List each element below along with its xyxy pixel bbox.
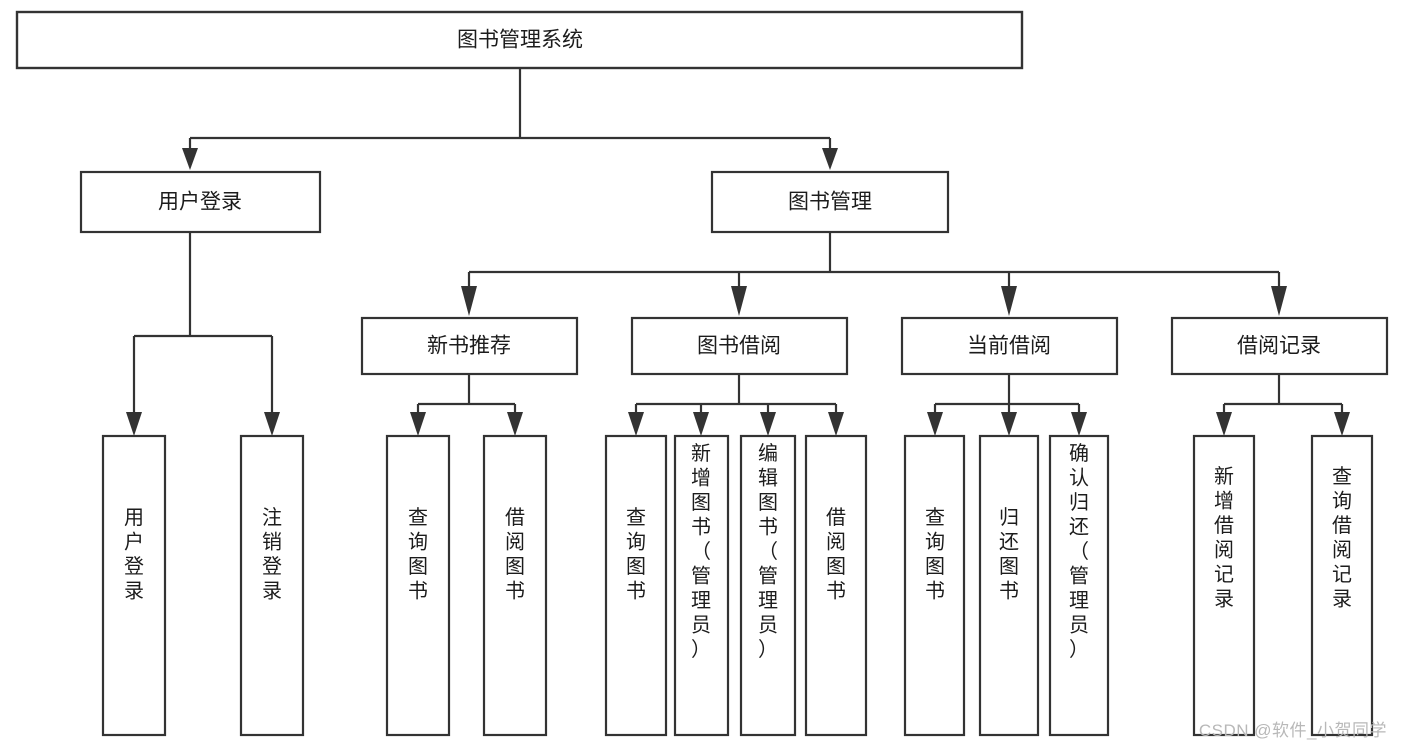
leaf-confirm-return-box[interactable]	[1048, 434, 1110, 737]
leaf-return-book[interactable]: 归还图书	[978, 434, 1040, 737]
leaf-confirm-return[interactable]: 确认归还（管理员）	[1048, 434, 1110, 737]
node-book-management-label: 图书管理	[788, 191, 872, 214]
arrow-leaf-query-record	[1334, 412, 1350, 436]
leaf-query-book-borrow-label: 查询图书	[626, 506, 646, 603]
node-root-label: 图书管理系统	[457, 29, 583, 52]
node-borrow-record-box[interactable]	[1170, 316, 1389, 376]
arrow-user-login	[182, 148, 198, 170]
arrow-leaf-confirm-return	[1071, 412, 1087, 436]
node-user-login-box[interactable]	[79, 170, 322, 234]
arrow-leaf-add-book	[693, 412, 709, 436]
leaf-borrow-book-borrow-label: 借阅图书	[826, 506, 846, 603]
node-book-management-box[interactable]	[710, 170, 950, 234]
node-book-management[interactable]: 图书管理	[710, 170, 950, 234]
leaf-add-record[interactable]: 新增借阅记录	[1192, 434, 1256, 737]
node-new-book-recommend[interactable]: 新书推荐	[360, 316, 579, 376]
node-current-borrow-box[interactable]	[900, 316, 1119, 376]
leaf-return-book-box[interactable]	[978, 434, 1040, 737]
node-book-borrow-box[interactable]	[630, 316, 849, 376]
leaf-user-login[interactable]: 用户登录	[101, 434, 167, 737]
leaf-logout-box[interactable]	[239, 434, 305, 737]
node-current-borrow[interactable]: 当前借阅	[900, 316, 1119, 376]
leaf-logout-label: 注销登录	[262, 506, 282, 603]
node-book-borrow[interactable]: 图书借阅	[630, 316, 849, 376]
leaf-add-record-box[interactable]	[1192, 434, 1256, 737]
node-borrow-record[interactable]: 借阅记录	[1170, 316, 1389, 376]
arrow-borrow	[731, 286, 747, 316]
arrow-newbook	[461, 286, 477, 316]
node-new-book-recommend-box[interactable]	[360, 316, 579, 376]
leaf-logout[interactable]: 注销登录	[239, 434, 305, 737]
node-new-book-recommend-label: 新书推荐	[427, 335, 511, 358]
leaf-user-login-label: 用户登录	[124, 507, 144, 603]
leaf-return-book-label: 归还图书	[999, 506, 1019, 603]
leaf-edit-book[interactable]: 编辑图书（管理员）	[739, 434, 797, 737]
leaf-borrow-book-newbook-box[interactable]	[482, 434, 548, 737]
leaf-query-book-current-label: 查询图书	[925, 506, 945, 603]
arrow-leaf-query-book-2	[628, 412, 644, 436]
leaf-query-book-newbook-label: 查询图书	[408, 506, 428, 603]
arrow-leaf-edit-book	[760, 412, 776, 436]
node-current-borrow-label: 当前借阅	[967, 335, 1051, 358]
arrow-leaf-query-book-3	[927, 412, 943, 436]
leaf-add-book[interactable]: 新增图书（管理员）	[673, 434, 730, 737]
arrow-book-mgmt	[822, 148, 838, 170]
arrow-leaf-return-book	[1001, 412, 1017, 436]
leaf-query-book-current[interactable]: 查询图书	[903, 434, 966, 737]
leaf-query-book-borrow[interactable]: 查询图书	[604, 434, 668, 737]
leaf-query-record-label: 查询借阅记录	[1332, 465, 1352, 611]
arrow-current	[1001, 286, 1017, 316]
leaf-add-record-label: 新增借阅记录	[1214, 465, 1234, 611]
arrow-leaf-borrow-book-2	[828, 412, 844, 436]
leaf-query-book-newbook-box[interactable]	[385, 434, 451, 737]
node-root-box[interactable]	[15, 10, 1024, 70]
leaf-query-book-borrow-box[interactable]	[604, 434, 668, 737]
node-book-borrow-label: 图书借阅	[697, 335, 781, 358]
leaf-borrow-book-borrow[interactable]: 借阅图书	[804, 434, 868, 737]
node-user-login[interactable]: 用户登录	[79, 170, 322, 234]
node-user-login-label: 用户登录	[158, 191, 242, 214]
leaf-edit-book-box[interactable]	[739, 434, 797, 737]
leaf-borrow-book-borrow-box[interactable]	[804, 434, 868, 737]
leaf-add-book-box[interactable]	[673, 434, 730, 737]
arrow-leaf-add-record	[1216, 412, 1232, 436]
connectors-group	[126, 68, 1350, 436]
node-root[interactable]: 图书管理系统	[15, 10, 1024, 70]
arrow-record	[1271, 286, 1287, 316]
node-borrow-record-label: 借阅记录	[1237, 335, 1321, 358]
leaf-user-login-box[interactable]	[101, 434, 167, 737]
leaf-borrow-book-newbook[interactable]: 借阅图书	[482, 434, 548, 737]
leaf-confirm-return-label: 确认归还（管理员）	[1069, 442, 1089, 661]
arrow-leaf-query-book-1	[410, 412, 426, 436]
leaf-add-book-label: 新增图书（管理员）	[691, 442, 711, 661]
leaf-query-record[interactable]: 查询借阅记录	[1310, 434, 1374, 737]
leaf-edit-book-label: 编辑图书（管理员）	[758, 442, 778, 661]
leaf-query-book-current-box[interactable]	[903, 434, 966, 737]
arrow-leaf-borrow-book-1	[507, 412, 523, 436]
arrow-leaf-logout	[264, 412, 280, 436]
leaf-borrow-book-newbook-label: 借阅图书	[505, 506, 525, 603]
leaf-query-record-box[interactable]	[1310, 434, 1374, 737]
leaf-query-book-newbook[interactable]: 查询图书	[385, 434, 451, 737]
arrow-leaf-user-login	[126, 412, 142, 436]
